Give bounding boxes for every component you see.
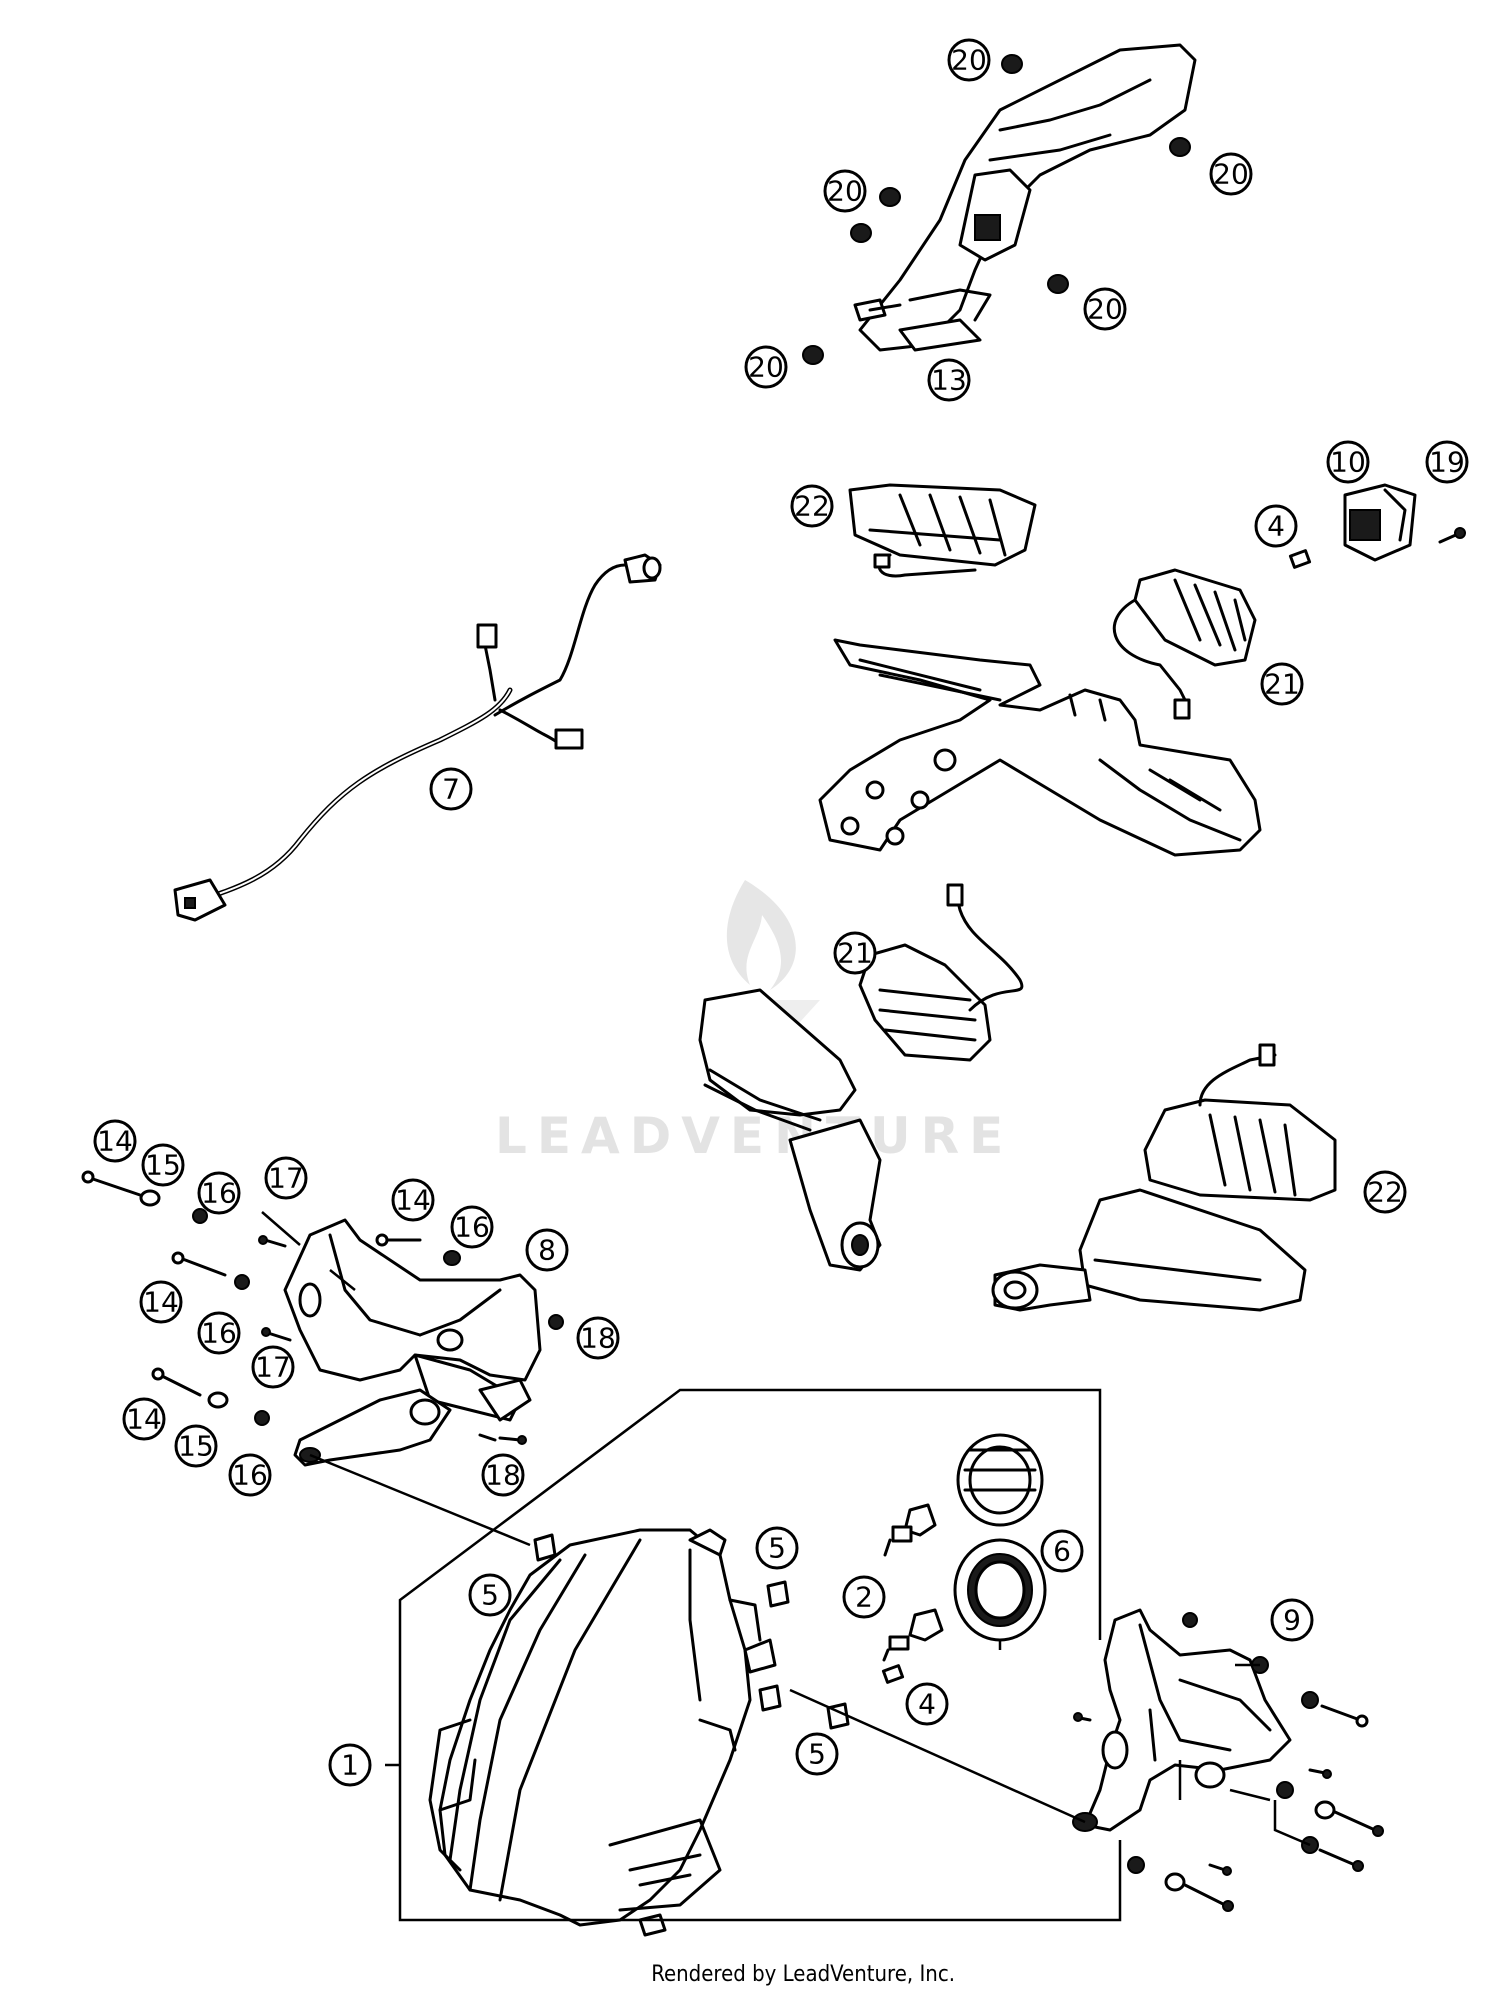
- turn-signal-22-lower: [1143, 1043, 1337, 1202]
- callout-21a: 21: [1260, 662, 1304, 706]
- taillight-21-upper: [1112, 568, 1257, 720]
- callout-label-5b: 5: [768, 1532, 786, 1565]
- callout-5b: 5: [755, 1526, 799, 1570]
- callout-16b: 16: [450, 1205, 494, 1249]
- bulb-2-group: [882, 1503, 944, 1662]
- callout-label-4a: 4: [1267, 510, 1285, 543]
- callout-14c: 14: [139, 1280, 183, 1324]
- turn-signal-housing-lower: [991, 1188, 1307, 1312]
- callout-label-20b: 20: [1213, 158, 1249, 191]
- headlight-bracket-8: [283, 1218, 542, 1467]
- callout-label-19: 19: [1429, 446, 1465, 479]
- watermark-text: LEADVENTURE: [495, 1107, 1013, 1165]
- callout-16c: 16: [197, 1311, 241, 1355]
- callout-17b: 17: [251, 1345, 295, 1389]
- callout-label-5a: 5: [481, 1579, 499, 1612]
- callout-label-14a: 14: [97, 1125, 133, 1158]
- callout-14a: 14: [93, 1119, 137, 1163]
- rear-housing-left: [698, 988, 882, 1272]
- callout-17a: 17: [264, 1156, 308, 1200]
- license-lamp-10: [1343, 483, 1417, 562]
- callout-label-18b: 18: [485, 1459, 521, 1492]
- taillight-21-lower: [858, 883, 1024, 1062]
- callout-9: 9: [1270, 1598, 1314, 1642]
- callout-label-1: 1: [341, 1749, 359, 1782]
- callout-label-17a: 17: [268, 1162, 304, 1195]
- caps-6: [953, 1433, 1047, 1642]
- callout-label-10: 10: [1330, 446, 1366, 479]
- callout-label-20a: 20: [951, 44, 987, 77]
- callout-5a: 5: [468, 1573, 512, 1617]
- callout-label-16d: 16: [232, 1459, 268, 1492]
- callout-15a: 15: [141, 1143, 185, 1187]
- rear-fender-part: [853, 43, 1197, 352]
- callout-label-13: 13: [931, 364, 967, 397]
- callout-20b: 20: [1209, 152, 1253, 196]
- callout-8: 8: [525, 1228, 569, 1272]
- callout-label-15a: 15: [145, 1149, 181, 1182]
- turn-signal-22-upper: [848, 483, 1037, 578]
- bulb-4-upper: [1288, 549, 1312, 569]
- callout-label-14c: 14: [143, 1286, 179, 1319]
- callout-15b: 15: [174, 1424, 218, 1468]
- callout-4b: 4: [905, 1682, 949, 1726]
- callout-16a: 16: [197, 1171, 241, 1215]
- callout-1: 1: [328, 1743, 372, 1787]
- callout-label-8: 8: [538, 1234, 556, 1267]
- callout-label-14b: 14: [395, 1184, 431, 1217]
- callout-label-14d: 14: [126, 1403, 162, 1436]
- callout-10: 10: [1326, 440, 1370, 484]
- tail-section: [818, 638, 1262, 857]
- callout-label-18a: 18: [580, 1322, 616, 1355]
- wiring-harness-7: [173, 553, 662, 922]
- callout-14b: 14: [391, 1178, 435, 1222]
- callout-22b: 22: [1363, 1170, 1407, 1214]
- callout-20c: 20: [823, 169, 867, 213]
- fasteners-right: [1073, 1612, 1384, 1912]
- clip-5-group: [533, 1533, 850, 1730]
- callout-22a: 22: [790, 484, 834, 528]
- callout-4a: 4: [1254, 504, 1298, 548]
- callout-label-4b: 4: [918, 1688, 936, 1721]
- callout-label-2: 2: [855, 1581, 873, 1614]
- callout-label-22b: 22: [1367, 1176, 1403, 1209]
- callout-label-16b: 16: [454, 1211, 490, 1244]
- callout-label-6: 6: [1053, 1535, 1071, 1568]
- callout-18a: 18: [576, 1316, 620, 1360]
- callout-label-22a: 22: [794, 490, 830, 523]
- fasteners-left: [81, 1170, 564, 1445]
- headlight-housing-1: [428, 1528, 777, 1937]
- callout-label-20e: 20: [748, 351, 784, 384]
- leader-lines: [261, 1211, 1311, 1922]
- callout-5c: 5: [795, 1732, 839, 1776]
- callout-21b: 21: [833, 931, 877, 975]
- callout-label-9: 9: [1283, 1604, 1301, 1637]
- nut-20-group: [802, 54, 1191, 365]
- callout-19: 19: [1425, 440, 1469, 484]
- callout-label-21b: 21: [837, 937, 873, 970]
- callout-2: 2: [842, 1575, 886, 1619]
- callout-20e: 20: [744, 345, 788, 389]
- callout-label-17b: 17: [255, 1351, 291, 1384]
- callout-18b: 18: [481, 1453, 525, 1497]
- callout-7: 7: [429, 767, 473, 811]
- callout-13: 13: [927, 358, 971, 402]
- callout-label-16a: 16: [201, 1177, 237, 1210]
- callout-20a: 20: [947, 38, 991, 82]
- callout-label-7: 7: [442, 773, 460, 806]
- callout-16d: 16: [228, 1453, 272, 1497]
- callout-label-20c: 20: [827, 175, 863, 208]
- credit-text: Rendered by LeadVenture, Inc.: [651, 1962, 955, 1987]
- bulb-4-lower: [881, 1664, 905, 1684]
- callout-label-21a: 21: [1264, 668, 1300, 701]
- callout-label-15b: 15: [178, 1430, 214, 1463]
- callout-14d: 14: [122, 1397, 166, 1441]
- screw-19: [1438, 527, 1466, 544]
- callout-label-20d: 20: [1087, 293, 1123, 326]
- callout-label-16c: 16: [201, 1317, 237, 1350]
- callout-6: 6: [1040, 1529, 1084, 1573]
- callout-20d: 20: [1083, 287, 1127, 331]
- callout-label-5c: 5: [808, 1738, 826, 1771]
